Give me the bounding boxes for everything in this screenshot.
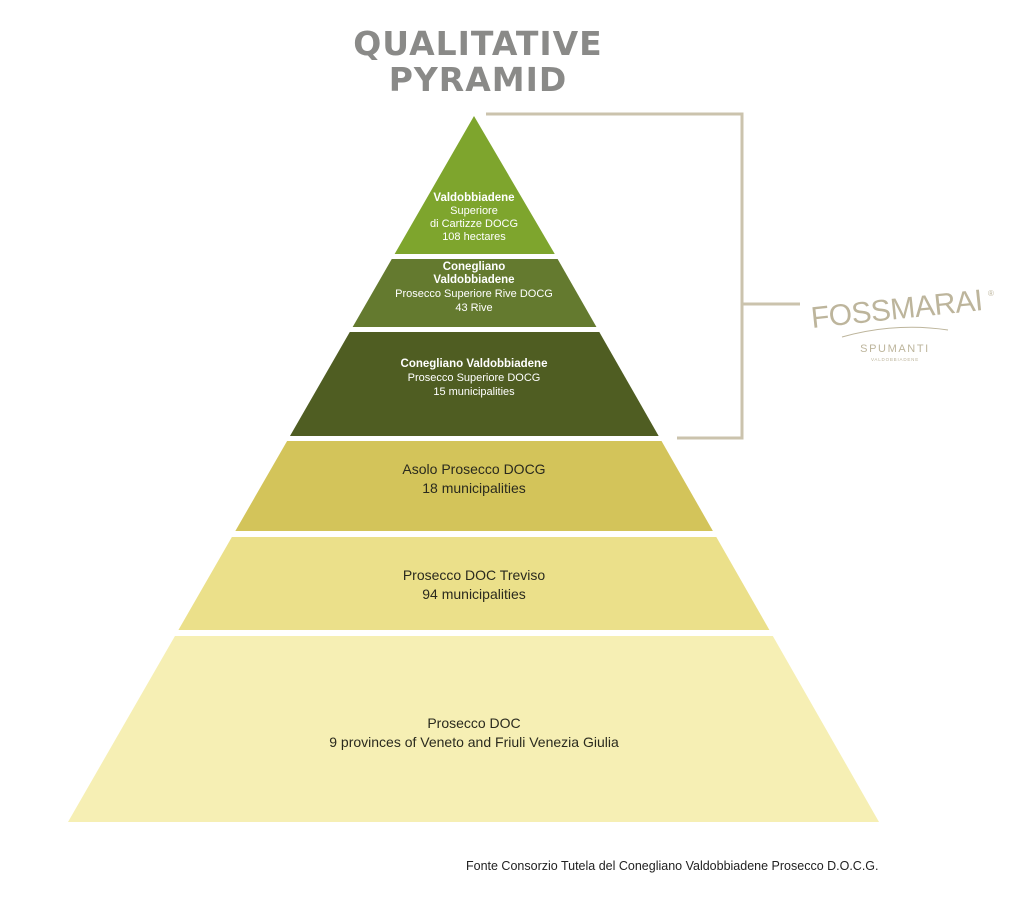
- tier-cartizze-label-4: 108 hectares: [442, 231, 506, 243]
- tier-treviso-label-1: Prosecco DOC Treviso: [403, 567, 546, 583]
- logo-valdobbiadene: VALDOBBIADENE: [871, 357, 919, 362]
- title-line-2: PYRAMID: [388, 60, 568, 99]
- tier-cartizze-label-3: di Cartizze DOCG: [430, 218, 518, 230]
- tier-rive-shape: [352, 259, 597, 327]
- tier-cartizze-label-2: Superiore: [450, 205, 498, 217]
- source-note: Fonte Consorzio Tutela del Conegliano Va…: [466, 859, 879, 873]
- tier-treviso-label-2: 94 municipalities: [422, 586, 526, 602]
- superiore-bracket: [486, 112, 800, 440]
- tier-doc-label-1: Prosecco DOC: [427, 715, 520, 731]
- fossmarai-logo: FOSSMARAI ® SPUMANTI VALDOBBIADENE: [809, 284, 994, 362]
- tier-doc-label-2: 9 provinces of Veneto and Friuli Venezia…: [329, 734, 619, 750]
- tier-rive-label-3: Prosecco Superiore Rive DOCG: [395, 288, 553, 300]
- logo-swash: [841, 326, 949, 338]
- tier-treviso-shape: [178, 537, 770, 630]
- tier-asolo: Asolo Prosecco DOCG 18 municipalities: [235, 441, 713, 531]
- tier-doc-shape: [68, 636, 879, 822]
- tier-superiore-shape: [289, 332, 659, 436]
- tier-rive-label-4: 43 Rive: [455, 302, 492, 314]
- tier-superiore-label-3: 15 municipalities: [433, 386, 515, 398]
- logo-spumanti: SPUMANTI: [860, 343, 930, 355]
- tier-superiore-label-2: Prosecco Superiore DOCG: [408, 372, 541, 384]
- tier-treviso: Prosecco DOC Treviso 94 municipalities: [178, 537, 770, 630]
- tier-cartizze-shape: [394, 116, 555, 254]
- tier-asolo-label-2: 18 municipalities: [422, 480, 526, 496]
- tier-rive-label-2: Valdobbiadene: [433, 274, 514, 286]
- registered-mark: ®: [988, 289, 994, 298]
- tier-asolo-label-1: Asolo Prosecco DOCG: [402, 461, 545, 477]
- tier-cartizze-label-1: Valdobbiadene: [433, 192, 514, 204]
- title-line-1: QUALITATIVE: [353, 24, 603, 63]
- tier-rive-label-1: Conegliano: [443, 261, 506, 273]
- tier-doc: Prosecco DOC 9 provinces of Veneto and Fr…: [68, 636, 879, 822]
- tier-asolo-shape: [235, 441, 713, 531]
- tier-superiore-label-1: Conegliano Valdobbiadene: [401, 358, 548, 370]
